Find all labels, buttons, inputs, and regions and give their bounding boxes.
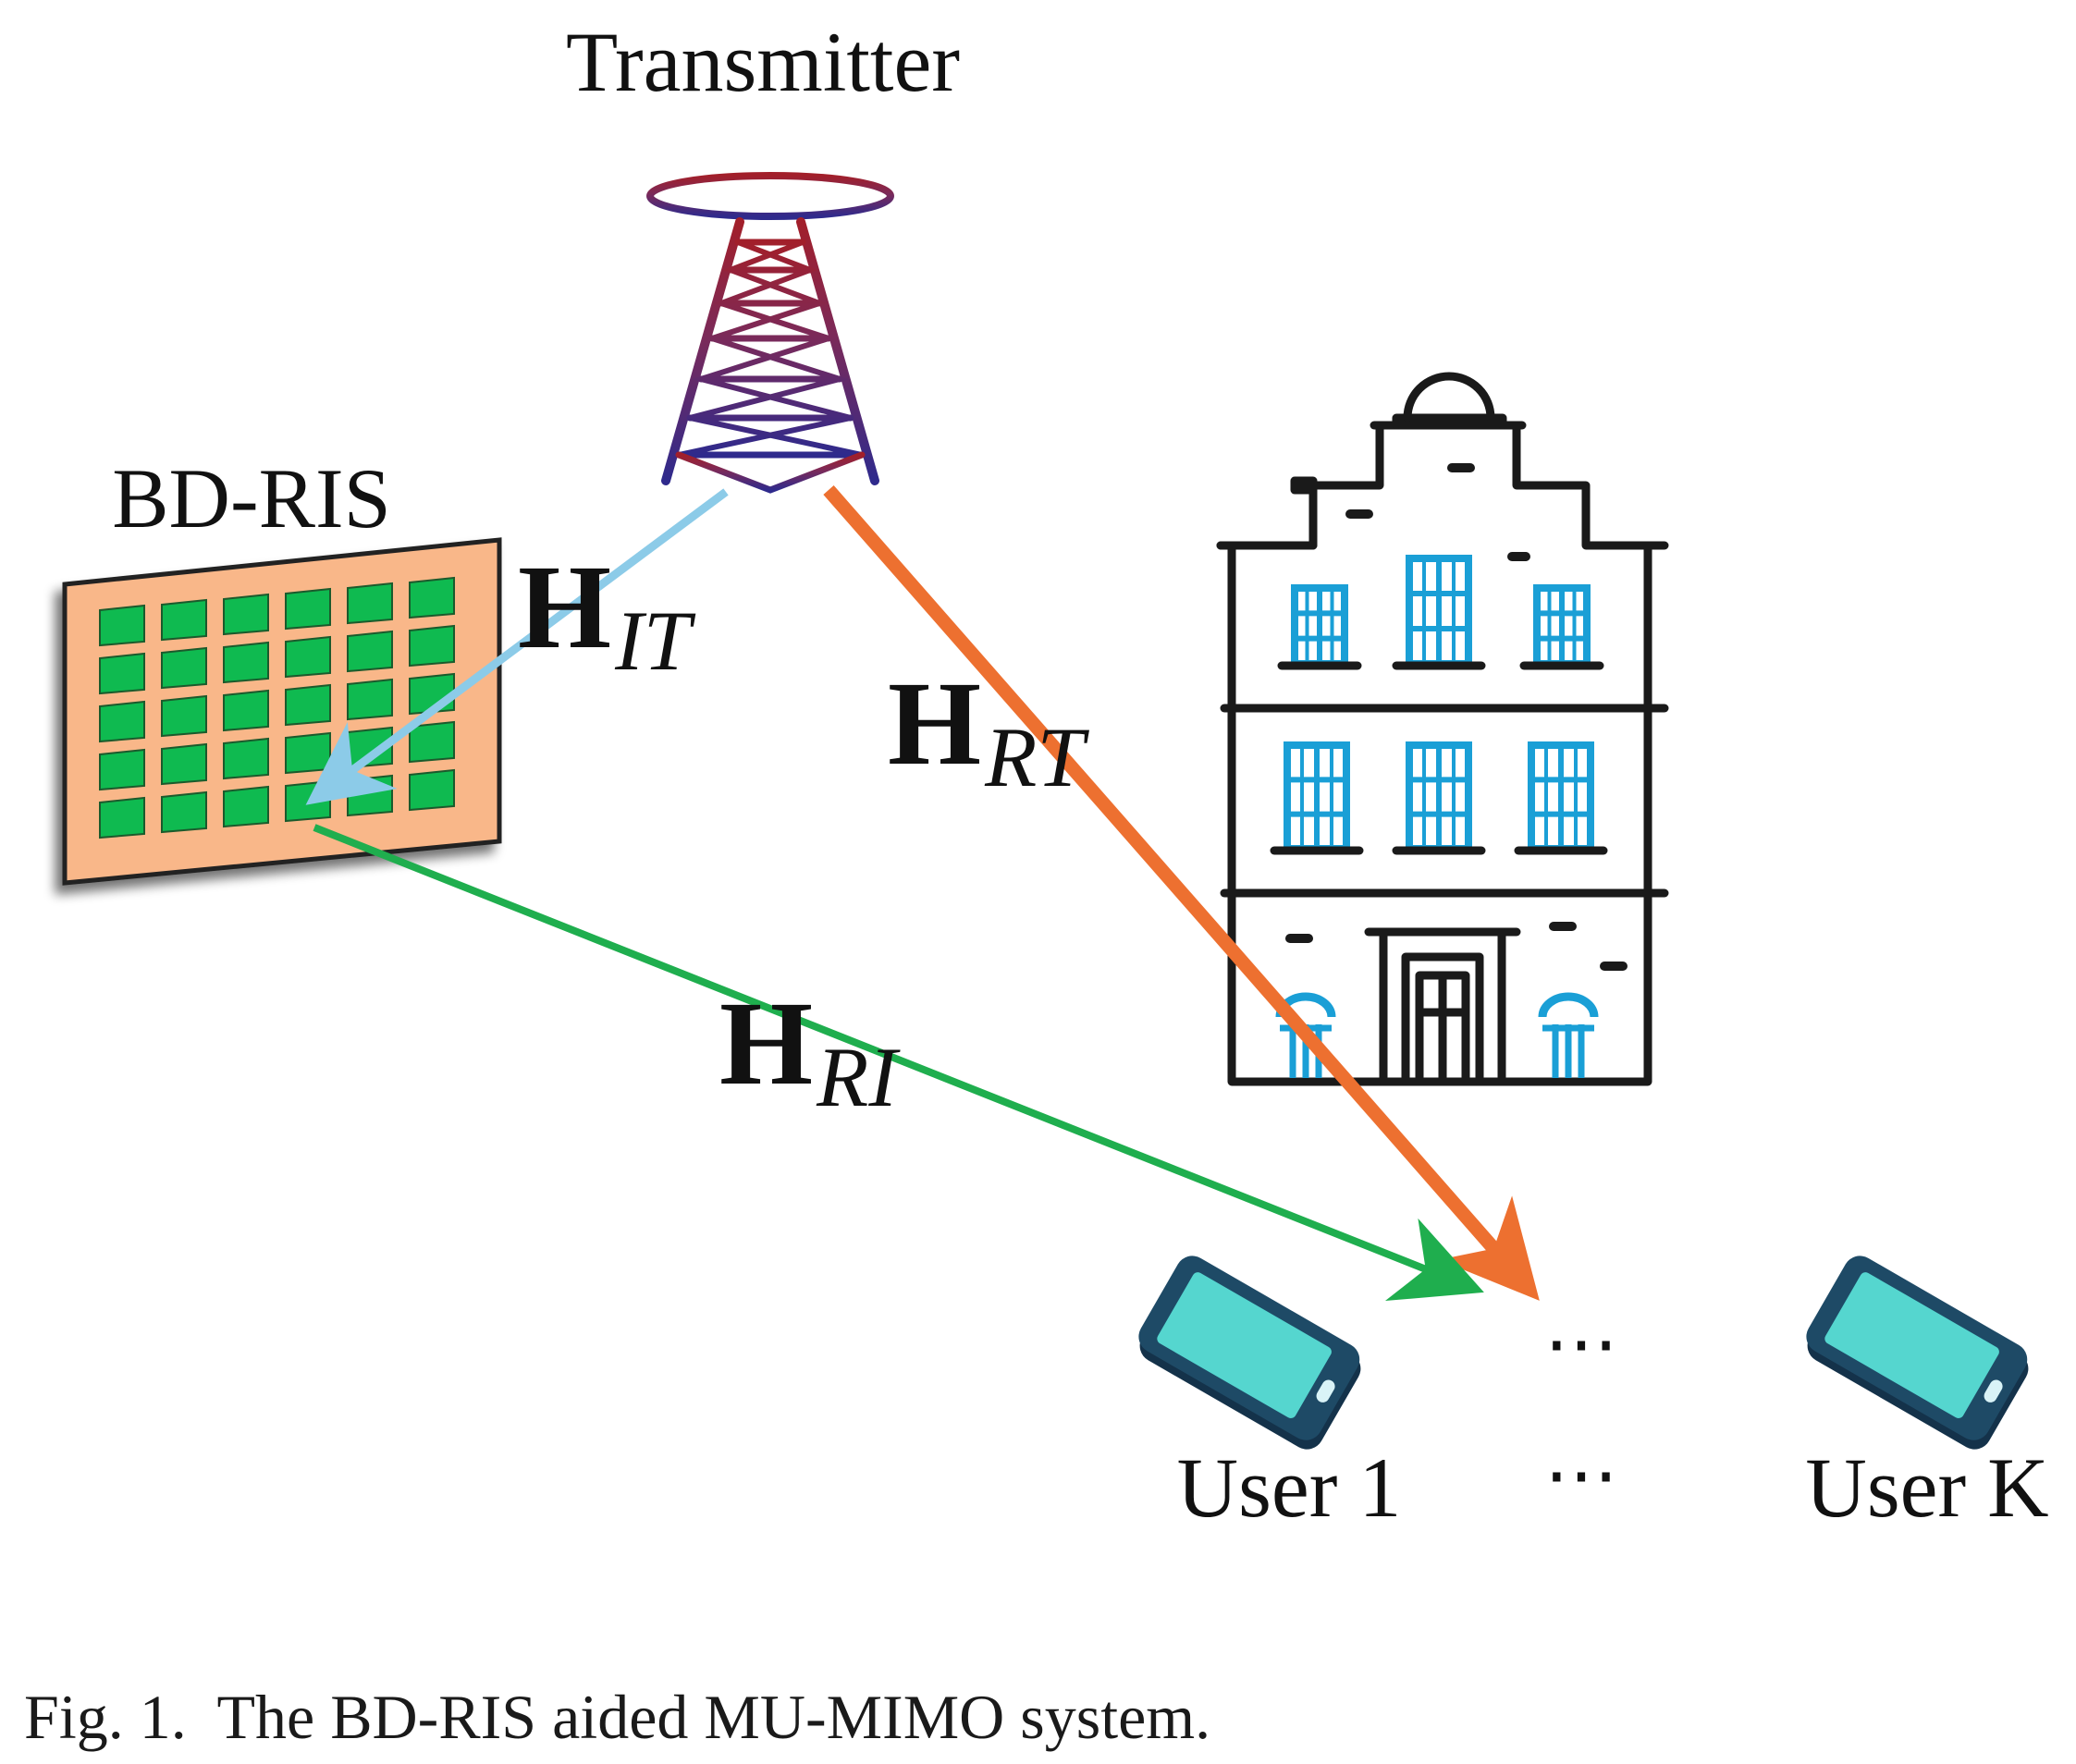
channel-it-arrow [305,488,729,805]
ris-element [223,641,269,684]
ris-element [99,796,145,839]
channel-rt-label: HRT [888,657,1089,804]
window [1519,584,1604,670]
ris-element [285,731,331,775]
ris-element [223,593,269,636]
arched-window [1538,992,1599,1078]
channel-it-label: HIT [518,541,696,688]
ris-element [99,700,145,743]
transmitter-tower-icon [646,145,894,550]
ris-element [347,774,393,817]
window [1270,741,1364,855]
ris-element [347,630,393,673]
ris-element [223,689,269,732]
channel-ri-label: HRI [719,977,901,1124]
ris-element [347,582,393,625]
window [1392,555,1486,670]
ris-element [161,694,207,738]
ris-element [161,646,207,690]
user-k-label: User K [1805,1440,2048,1535]
figure-caption: Fig. 1. The BD-RIS aided MU-MIMO system. [24,1682,1211,1752]
window [1277,584,1362,670]
ris-element [285,587,331,631]
building-windows [1270,555,1608,1078]
ris-element [347,678,393,721]
ris-element [409,624,455,668]
transmitter-label: Transmitter [566,15,960,109]
ris-element [161,742,207,786]
ris-element [161,790,207,834]
window [1514,741,1608,855]
ris-element [285,683,331,727]
channel-rt-arrow [823,485,1540,1301]
channel-ri-arrow [313,824,1484,1302]
smartphone-icon [1806,1256,2029,1450]
smartphone-icon [1138,1256,1361,1450]
ris-element [223,737,269,780]
ris-label: BD-RIS [112,451,391,545]
ris-element [99,604,145,647]
user-1-label: User 1 [1177,1440,1402,1535]
ris-element [99,748,145,791]
phones-ellipsis: ⋯ [1544,1304,1618,1385]
window [1392,741,1486,855]
ris-element [285,635,331,679]
ris-element [409,576,455,619]
building-icon [1216,372,1669,1086]
ris-element [409,768,455,812]
ris-element [409,720,455,764]
ris-element [99,652,145,695]
ris-element [223,785,269,828]
ris-element [161,598,207,642]
labels-ellipsis: ⋯ [1544,1435,1618,1516]
